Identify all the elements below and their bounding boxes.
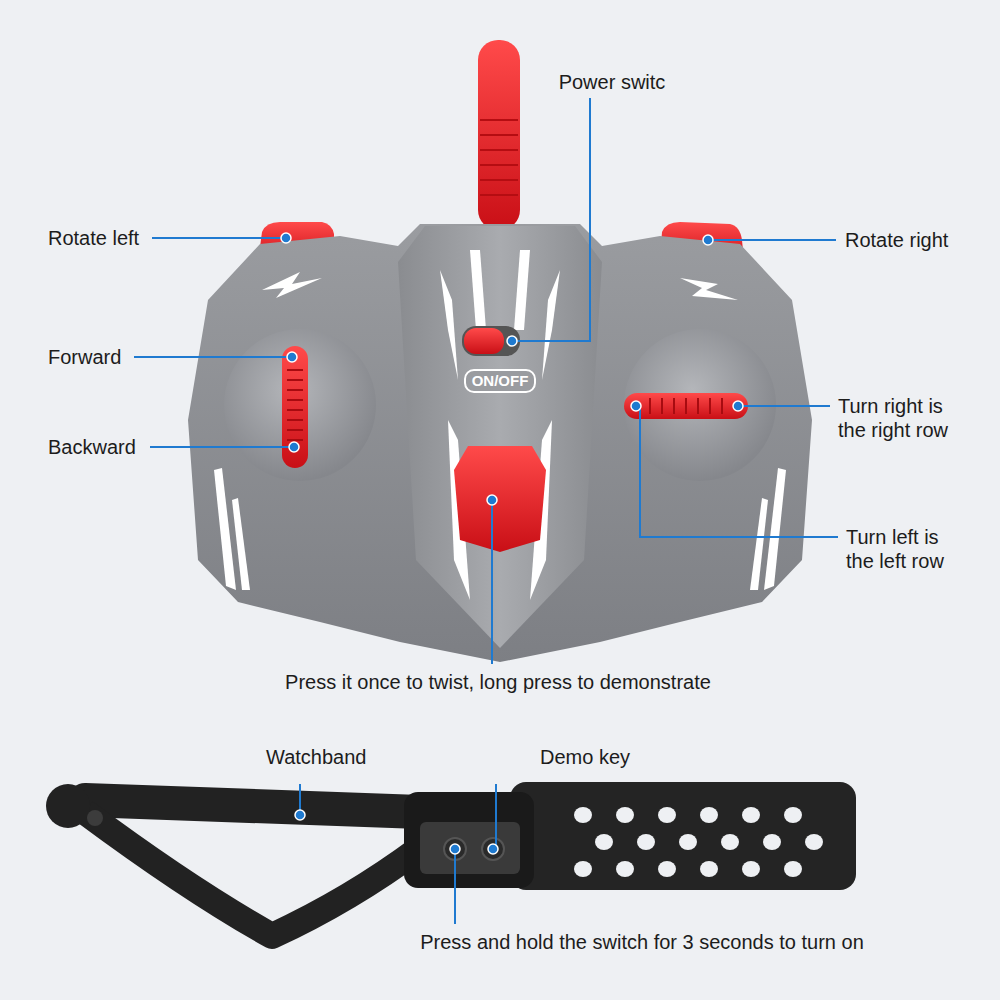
steering-lever bbox=[624, 393, 748, 419]
callout-label: Forward bbox=[48, 345, 121, 369]
panel-marking: ON/OFF bbox=[464, 369, 537, 393]
callout-label: Press it once to twist, long press to de… bbox=[285, 670, 711, 694]
switch-slot bbox=[462, 326, 520, 356]
callout-label: Turn right is the right row bbox=[838, 394, 960, 442]
callout-label: Rotate right bbox=[845, 228, 948, 252]
controller-body bbox=[188, 224, 812, 662]
controller-center bbox=[398, 226, 602, 648]
lever-ridges bbox=[287, 370, 303, 440]
power-switch bbox=[464, 328, 504, 354]
callout-label: Demo key bbox=[540, 745, 630, 769]
callout-label: Press and hold the switch for 3 seconds … bbox=[420, 930, 864, 954]
antenna bbox=[478, 40, 520, 230]
leader-line bbox=[134, 98, 838, 924]
left-grip bbox=[224, 329, 376, 481]
watchband bbox=[46, 782, 856, 936]
callout-label: Power switc bbox=[559, 70, 666, 94]
decoration bbox=[214, 250, 786, 600]
callout-label: Backward bbox=[48, 435, 136, 459]
callout-label: Rotate left bbox=[48, 226, 139, 250]
twist-button bbox=[454, 446, 546, 552]
callout-label: Watchband bbox=[266, 745, 366, 769]
lever-ridges bbox=[650, 398, 722, 414]
forward-backward-lever bbox=[282, 346, 308, 468]
callout-label: Turn left is the left row bbox=[846, 525, 968, 573]
